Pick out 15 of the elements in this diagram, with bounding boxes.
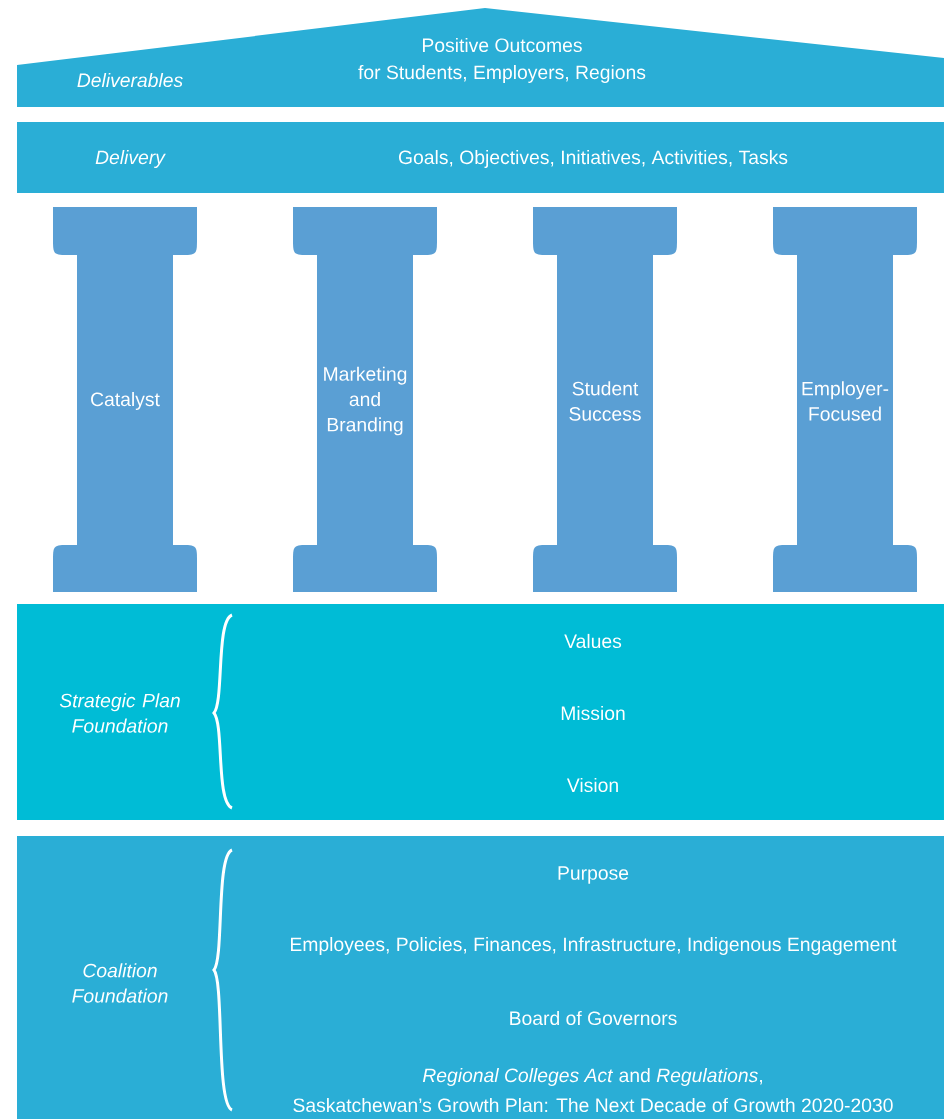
outcome-text: for Students, Employers, Regions [358, 65, 646, 83]
foundation-text: Purpose [558, 866, 629, 884]
band-label: Strategic Plan Foundation [59, 693, 180, 733]
foundation-text: Regional Colleges Act and Regulations, [422, 1068, 762, 1086]
outcome-text: Positive Outcomes [423, 37, 582, 53]
foundation-text: Board of Governors [510, 1010, 677, 1026]
band-label: Delivery [95, 150, 166, 168]
foundation-text: Employees, Policies, Finances, Infrastructure, Indigenous Engagement [291, 937, 897, 955]
foundation-text: Values [564, 633, 622, 649]
band-label: Deliverables [77, 72, 183, 88]
foundation-text: Vision [566, 777, 618, 793]
delivery-text: Goals, Objectives, Initiatives, Activities, Tasks [399, 150, 788, 168]
foundation-text: Saskatchewan’s Growth Plan: The Next Decade of Growth 2020-2030 [293, 1097, 893, 1113]
foundation-text: Mission [561, 705, 625, 721]
band-label: Coalition Foundation [72, 963, 168, 1003]
